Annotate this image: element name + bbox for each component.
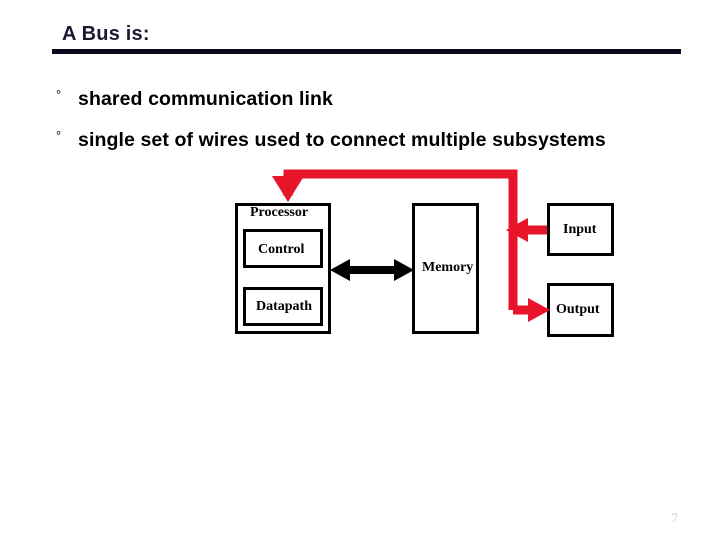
bullet-text: single set of wires used to connect mult… xyxy=(78,129,606,151)
bullet-item: ° single set of wires used to connect mu… xyxy=(52,129,682,151)
bullet-text: shared communication link xyxy=(78,88,333,110)
diagram-label-datapath: Datapath xyxy=(256,299,313,314)
bus-to-processor-arrowhead xyxy=(272,176,304,202)
diagram-box-output xyxy=(547,283,614,337)
processor-memory-arrowhead-left xyxy=(330,259,350,281)
page-title: A Bus is: xyxy=(62,23,150,45)
diagram-box-input xyxy=(547,203,614,256)
page-number: 7 xyxy=(671,510,679,525)
diagram-label-memory: Memory xyxy=(422,260,474,275)
diagram-label-output: Output xyxy=(556,302,600,317)
input-to-bus-arrowhead xyxy=(506,218,528,242)
title-underline-rule xyxy=(52,49,681,54)
bullet-marker-icon: ° xyxy=(56,87,62,102)
bullet-marker-icon: ° xyxy=(56,128,62,143)
diagram-label-input: Input xyxy=(563,222,597,237)
diagram-label-processor: Processor xyxy=(250,205,309,220)
processor-memory-arrowhead-right xyxy=(394,259,414,281)
bullet-item: ° shared communication link xyxy=(52,88,682,110)
diagram-label-control: Control xyxy=(258,242,305,257)
